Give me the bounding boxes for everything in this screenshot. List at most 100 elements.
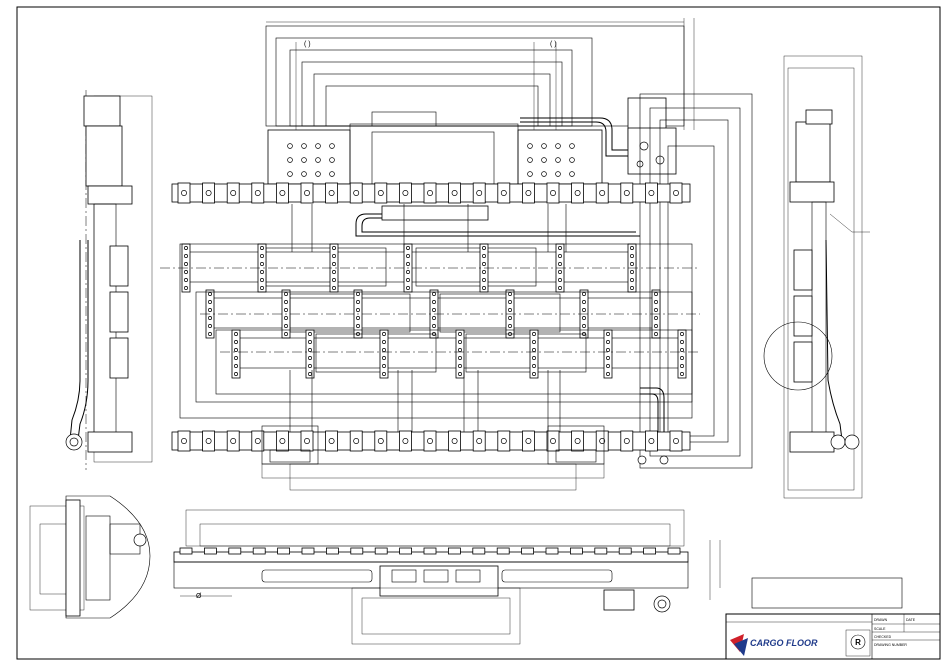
cylinder-barrel xyxy=(290,294,410,332)
strip-bolt xyxy=(184,246,187,249)
strip-bolt xyxy=(458,372,461,375)
strip-bolt xyxy=(432,316,435,319)
shoe-bolt xyxy=(231,190,236,195)
strip-bolt xyxy=(482,246,485,249)
shoe-bolt xyxy=(304,190,309,195)
strip-bolt xyxy=(582,300,585,303)
strip-bolt xyxy=(606,372,609,375)
right-motor-body xyxy=(796,122,830,182)
shoe-bolt xyxy=(550,190,555,195)
front-slot-right xyxy=(502,570,612,582)
hydraulic-unit-valve xyxy=(628,128,676,174)
shoe-bolt xyxy=(181,190,186,195)
strip-bolt xyxy=(458,348,461,351)
shoe-bolt xyxy=(624,438,629,443)
strip-bolt xyxy=(184,254,187,257)
strip-bolt xyxy=(308,340,311,343)
right-cylinder-1 xyxy=(794,250,812,290)
left-side-view xyxy=(66,90,152,470)
valve-port xyxy=(288,144,293,149)
strip-bolt xyxy=(284,292,287,295)
strip-bolt xyxy=(558,270,561,273)
frame-bottom-2 xyxy=(196,292,692,402)
strip-bolt xyxy=(234,364,237,367)
bolt-strip xyxy=(380,330,388,378)
strip-bolt xyxy=(458,332,461,335)
strip-bolt xyxy=(382,372,385,375)
front-view: Ø xyxy=(174,510,720,644)
front-pump xyxy=(604,590,634,610)
strip-bolt xyxy=(432,300,435,303)
shoe-bolt xyxy=(477,190,482,195)
strip-bolt xyxy=(382,348,385,351)
bolt-strip xyxy=(604,330,612,378)
shoe-bolt xyxy=(329,438,334,443)
shoe-bolt xyxy=(181,438,186,443)
shoe-bolt xyxy=(427,190,432,195)
strip-bolt xyxy=(260,270,263,273)
front-pump-fitting-inner xyxy=(658,600,666,608)
lower-fitting-1 xyxy=(638,456,646,464)
strip-bolt xyxy=(308,372,311,375)
shoe-bolt xyxy=(255,438,260,443)
strip-bolt xyxy=(406,278,409,281)
right-bracket-top xyxy=(790,182,834,202)
left-motor-top xyxy=(84,96,120,126)
strip-bolt xyxy=(654,292,657,295)
left-hose xyxy=(70,240,80,440)
strip-bolt xyxy=(332,254,335,257)
strip-bolt xyxy=(208,308,211,311)
shoe-bolt xyxy=(354,438,359,443)
frame-outer-6 xyxy=(326,86,538,126)
strip-bolt xyxy=(606,332,609,335)
frame-outer-2 xyxy=(276,38,592,126)
bolt-strip xyxy=(456,330,464,378)
valve-port xyxy=(316,172,321,177)
shoe-bolt xyxy=(575,438,580,443)
strip-bolt xyxy=(680,364,683,367)
center-housing xyxy=(350,124,518,184)
company-logo-text: CARGO FLOOR xyxy=(750,638,818,648)
front-dim-frame-1 xyxy=(186,510,684,546)
strip-bolt xyxy=(332,246,335,249)
front-rail-shoes xyxy=(180,548,680,554)
front-shoe xyxy=(546,548,558,554)
frame-outer-4 xyxy=(302,62,562,126)
shoe-bolt xyxy=(304,438,309,443)
strip-bolt xyxy=(356,300,359,303)
strip-bolt xyxy=(558,278,561,281)
valve-port xyxy=(570,144,575,149)
lower-rail-shoes xyxy=(178,431,682,451)
strip-bolt xyxy=(654,316,657,319)
strip-bolt xyxy=(508,308,511,311)
strip-bolt xyxy=(284,308,287,311)
bolt-strip xyxy=(530,330,538,378)
shoe-bolt xyxy=(231,438,236,443)
front-dim-frame-4 xyxy=(362,598,510,634)
cylinder-barrel xyxy=(466,334,586,372)
strip-bolt xyxy=(458,340,461,343)
front-shoe xyxy=(180,548,192,554)
valve-port xyxy=(556,172,561,177)
bolt-strip xyxy=(306,330,314,378)
lower-bracket-right-inner xyxy=(556,450,596,462)
strip-bolt xyxy=(184,278,187,281)
upper-rail-shoes xyxy=(178,183,682,203)
strip-bolt xyxy=(582,324,585,327)
lower-dim-frame-2 xyxy=(290,464,576,490)
strip-bolt xyxy=(308,356,311,359)
strip-bolt xyxy=(260,278,263,281)
shoe-bolt xyxy=(649,438,654,443)
strip-bolt xyxy=(532,364,535,367)
title-note-box xyxy=(752,578,902,608)
center-housing-inner xyxy=(372,132,494,184)
valve-port xyxy=(570,172,575,177)
strip-bolt xyxy=(606,340,609,343)
strip-bolt xyxy=(680,372,683,375)
title-field-checked: CHECKED xyxy=(874,635,892,639)
shoe-bolt xyxy=(575,190,580,195)
strip-bolt xyxy=(582,316,585,319)
shoe-bolt xyxy=(501,190,506,195)
strip-bolt xyxy=(260,246,263,249)
title-field-drawn: DRAWN xyxy=(874,618,888,622)
